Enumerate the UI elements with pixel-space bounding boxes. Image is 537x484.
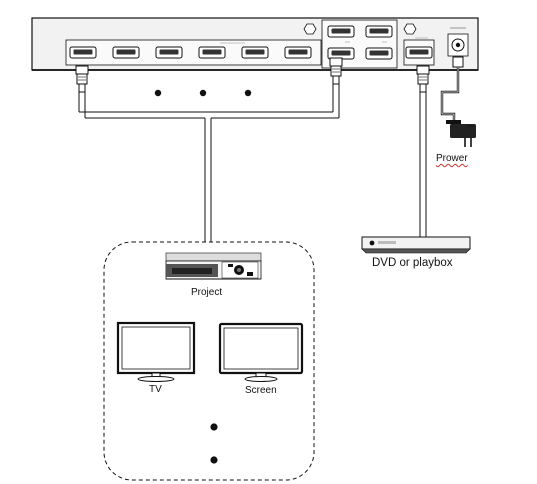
hdmi-input-port-4: [198, 46, 226, 59]
hdmi-input-port-6: [284, 46, 312, 59]
hdmi-input-port-5: [241, 46, 269, 59]
dvd-label: DVD or playbox: [372, 257, 453, 269]
more-inputs-ellipsis: [154, 89, 252, 97]
tv-label: TV: [149, 384, 162, 395]
hdmi-output-port-4: [365, 47, 393, 60]
projector-label: Project: [191, 287, 223, 298]
power-label: Prower: [436, 153, 468, 164]
display-devices-group: [103, 241, 315, 481]
hdmi-matrix-switcher-icon: [31, 17, 479, 71]
hdmi-input-port-2: [112, 46, 140, 59]
hdmi-loop-port: [405, 46, 433, 59]
hdmi-input-port-3: [155, 46, 183, 59]
more-displays-ellipsis: [210, 423, 218, 464]
hdmi-cable-to-display-area: [75, 57, 343, 242]
projector-icon: [165, 252, 262, 280]
hdmi-cable-to-dvd: [416, 65, 430, 237]
tv-icon: [116, 321, 196, 382]
hdmi-output-port-3: [327, 47, 355, 60]
hdmi-input-port-1: [69, 46, 97, 59]
hdmi-output-port-2: [365, 25, 393, 38]
hdmi-output-port-1: [327, 25, 355, 38]
dvd-player-icon: [361, 236, 471, 254]
power-adapter-icon: [440, 56, 476, 147]
monitor-icon: [218, 322, 304, 382]
screen-label: Screen: [245, 385, 277, 396]
